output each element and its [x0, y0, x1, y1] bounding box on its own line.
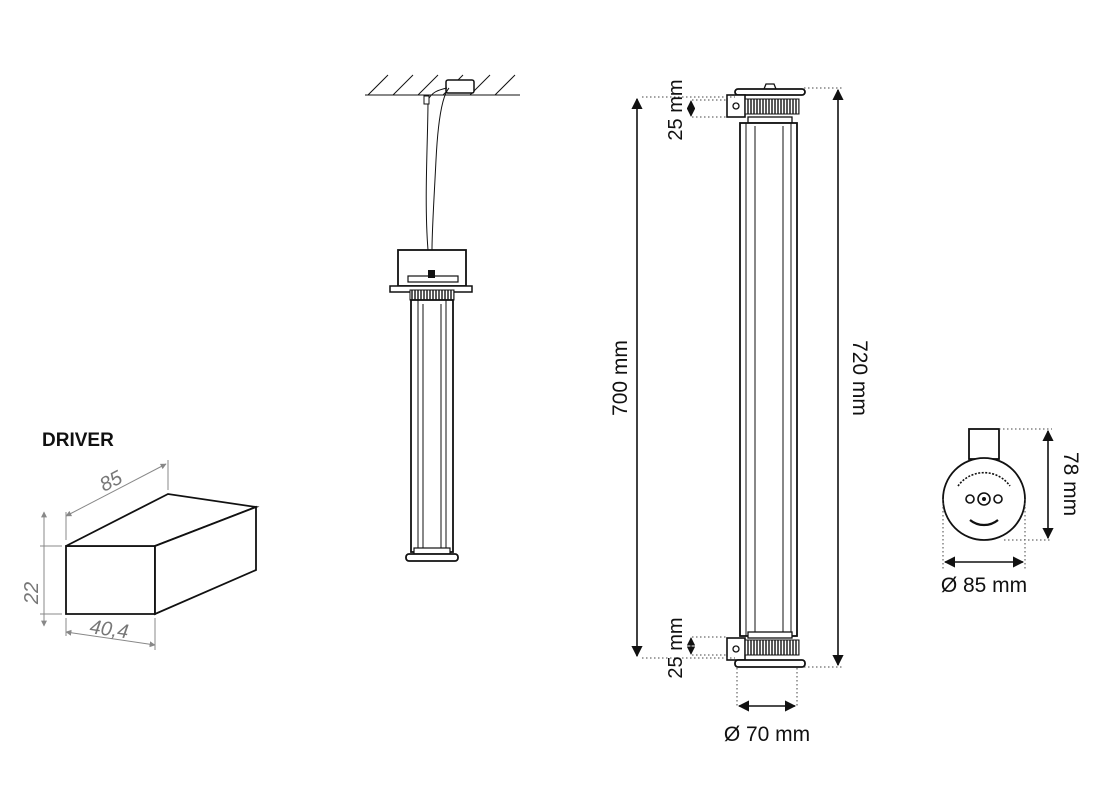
- front-bottom-cap: [726, 631, 806, 668]
- suspension-cables: [423, 87, 450, 271]
- dimension-diameter-85: Ø 85 mm: [941, 556, 1027, 597]
- dimension-720-label: 720 mm: [848, 340, 871, 416]
- front-top-cap: [726, 83, 806, 124]
- pendant-tube: [410, 299, 454, 553]
- driver-title: DRIVER: [42, 430, 114, 451]
- dimension-78: 78 mm: [1042, 429, 1082, 540]
- driver-height-label: 22: [21, 582, 43, 605]
- end-view-drawing: 78 mm Ø 85 mm: [941, 428, 1082, 597]
- driver-box: [65, 493, 260, 616]
- dimension-diameter-85-label: Ø 85 mm: [941, 574, 1027, 597]
- pendant-bottom-cap: [405, 547, 459, 562]
- dimension-top-cap: 25 mm: [665, 79, 696, 141]
- dimension-720: 720 mm: [832, 88, 871, 667]
- dimension-top-cap-label: 25 mm: [665, 79, 687, 140]
- end-view-mount: [968, 428, 1000, 460]
- front-tube: [739, 122, 798, 637]
- dimension-bottom-cap-label: 25 mm: [665, 617, 687, 678]
- pendant-drawing: [365, 74, 520, 562]
- driver-height-dimension: 22: [21, 511, 62, 627]
- dimension-78-label: 78 mm: [1059, 452, 1082, 516]
- dimension-700: 700 mm: [609, 97, 643, 658]
- ceiling-hatch: [365, 74, 520, 96]
- driver-drawing: DRIVER 85 22 40,4: [21, 430, 260, 650]
- driver-width-label: 40,4: [88, 616, 130, 643]
- dimension-bottom-cap: 25 mm: [665, 617, 696, 679]
- dimension-diameter-70: Ø 70 mm: [724, 700, 810, 746]
- driver-width-dimension: 40,4: [65, 616, 156, 650]
- ceiling-canopy: [445, 79, 475, 94]
- driver-length-label: 85: [96, 466, 127, 496]
- front-view-drawing: 700 mm 720 mm 25 mm 25 mm Ø 70 mm: [609, 79, 871, 746]
- dimension-700-label: 700 mm: [609, 340, 632, 416]
- pendant-top-cap: [389, 270, 473, 301]
- dimension-diameter-70-label: Ø 70 mm: [724, 723, 810, 746]
